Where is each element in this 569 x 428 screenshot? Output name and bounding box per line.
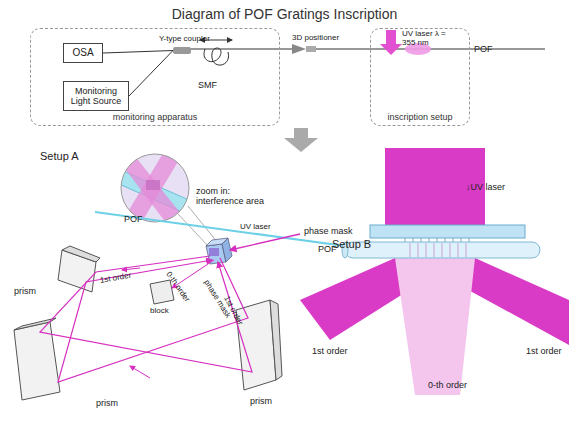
text-label: phase mask [304, 226, 353, 236]
text-label: block [150, 306, 169, 315]
fiber-connector [129, 51, 173, 97]
text-label: zoom in: interference area [196, 186, 268, 207]
text-label: 3D positioner [292, 33, 339, 42]
node-text: monitoring apparatus [31, 112, 279, 122]
diagram-title: Diagram of POF Gratings Inscription [0, 6, 569, 22]
text-label: POF [124, 214, 143, 224]
device-box: OSA [63, 43, 103, 63]
dashed-group: monitoring apparatus OSA Monitoring Light … [30, 28, 280, 126]
fiber-connector [103, 51, 173, 54]
text-label: SMF [198, 80, 217, 90]
text-label: prism [14, 286, 36, 296]
text-label: UV laser [240, 222, 271, 231]
node-text: inscription setup [371, 112, 469, 122]
device-box: Monitoring Light Source [63, 81, 129, 111]
text-label: prism [96, 398, 118, 408]
node-text: OSA [72, 47, 93, 59]
text-label: Setup A [40, 150, 79, 163]
text-label: 0-th order [428, 380, 467, 390]
text-label: POF [318, 244, 337, 254]
node-text: Monitoring Light Source [66, 86, 126, 107]
text-label: 1st order [312, 346, 348, 356]
text-label: POF [474, 44, 493, 54]
text-label: 1st order [99, 271, 132, 286]
text-label: 1st order [526, 346, 562, 356]
node-text: Y-type coupler [159, 34, 210, 43]
coupler-symbol: Y-type coupler [173, 47, 191, 54]
text-label: UV laser λ = 355 nm [402, 29, 446, 47]
text-label: ↓UV laser [466, 182, 505, 192]
text-label: Setup B [332, 238, 371, 251]
text-label: prism [250, 396, 272, 406]
